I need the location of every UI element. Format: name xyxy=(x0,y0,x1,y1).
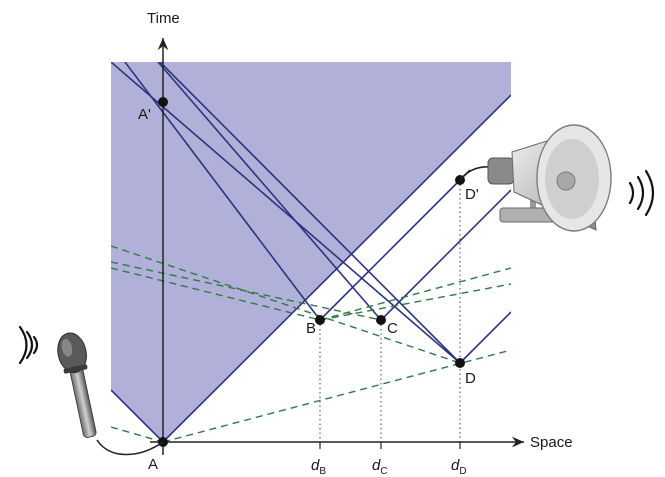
loudspeaker-sound-waves-icon xyxy=(628,169,655,217)
signal-line-a-prime xyxy=(111,62,461,364)
tick-label-dB: dB xyxy=(311,457,326,477)
signal-line-left-edge xyxy=(111,389,164,442)
label-a-prime: A' xyxy=(138,106,151,123)
point-b xyxy=(315,315,325,325)
loudspeaker-icon xyxy=(459,124,612,232)
point-c xyxy=(376,315,386,325)
label-a: A xyxy=(148,456,158,473)
tick-label-dC: dC xyxy=(372,457,388,477)
signal-line-d-up xyxy=(459,311,511,364)
signal-line-c-up xyxy=(380,189,511,321)
signal-line-d-past xyxy=(159,62,461,364)
label-b: B xyxy=(306,320,316,337)
shaded-region xyxy=(111,62,511,442)
point-a-prime xyxy=(158,97,168,107)
signal-line-c-past xyxy=(157,62,382,321)
drop-lines xyxy=(319,180,461,442)
label-d: D xyxy=(465,370,476,387)
microphone-sound-waves-icon xyxy=(18,325,39,365)
signal-line-b-past xyxy=(124,62,321,321)
tick-label-dD: dD xyxy=(451,457,467,477)
microphone-icon xyxy=(57,332,164,456)
point-d xyxy=(455,358,465,368)
dashed-lines xyxy=(111,245,511,442)
x-axis-label: Space xyxy=(530,434,573,451)
label-c: C xyxy=(387,320,398,337)
y-axis-label: Time xyxy=(147,10,180,27)
signal-lines xyxy=(111,62,511,442)
label-d-prime: D' xyxy=(465,186,479,203)
signal-line-b-up xyxy=(319,169,471,321)
tick-marks xyxy=(319,442,461,449)
